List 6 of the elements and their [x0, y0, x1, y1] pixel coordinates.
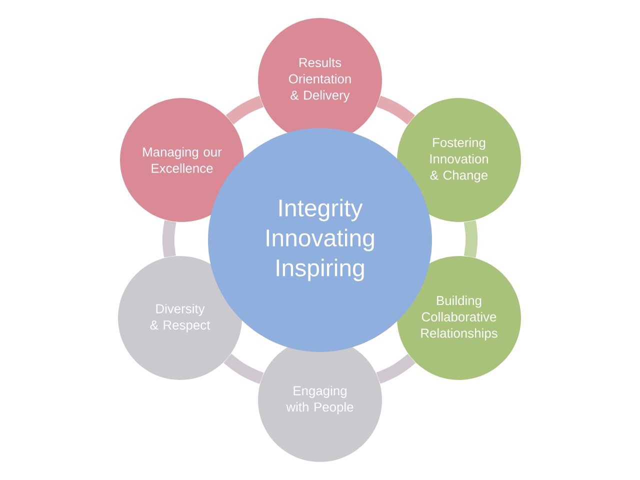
ring-segment [464, 220, 478, 258]
ring-segment [162, 220, 176, 258]
ring-segment [376, 96, 416, 125]
ring-segment [376, 354, 416, 384]
ring-segment [226, 96, 264, 125]
ring-segment [224, 354, 264, 384]
